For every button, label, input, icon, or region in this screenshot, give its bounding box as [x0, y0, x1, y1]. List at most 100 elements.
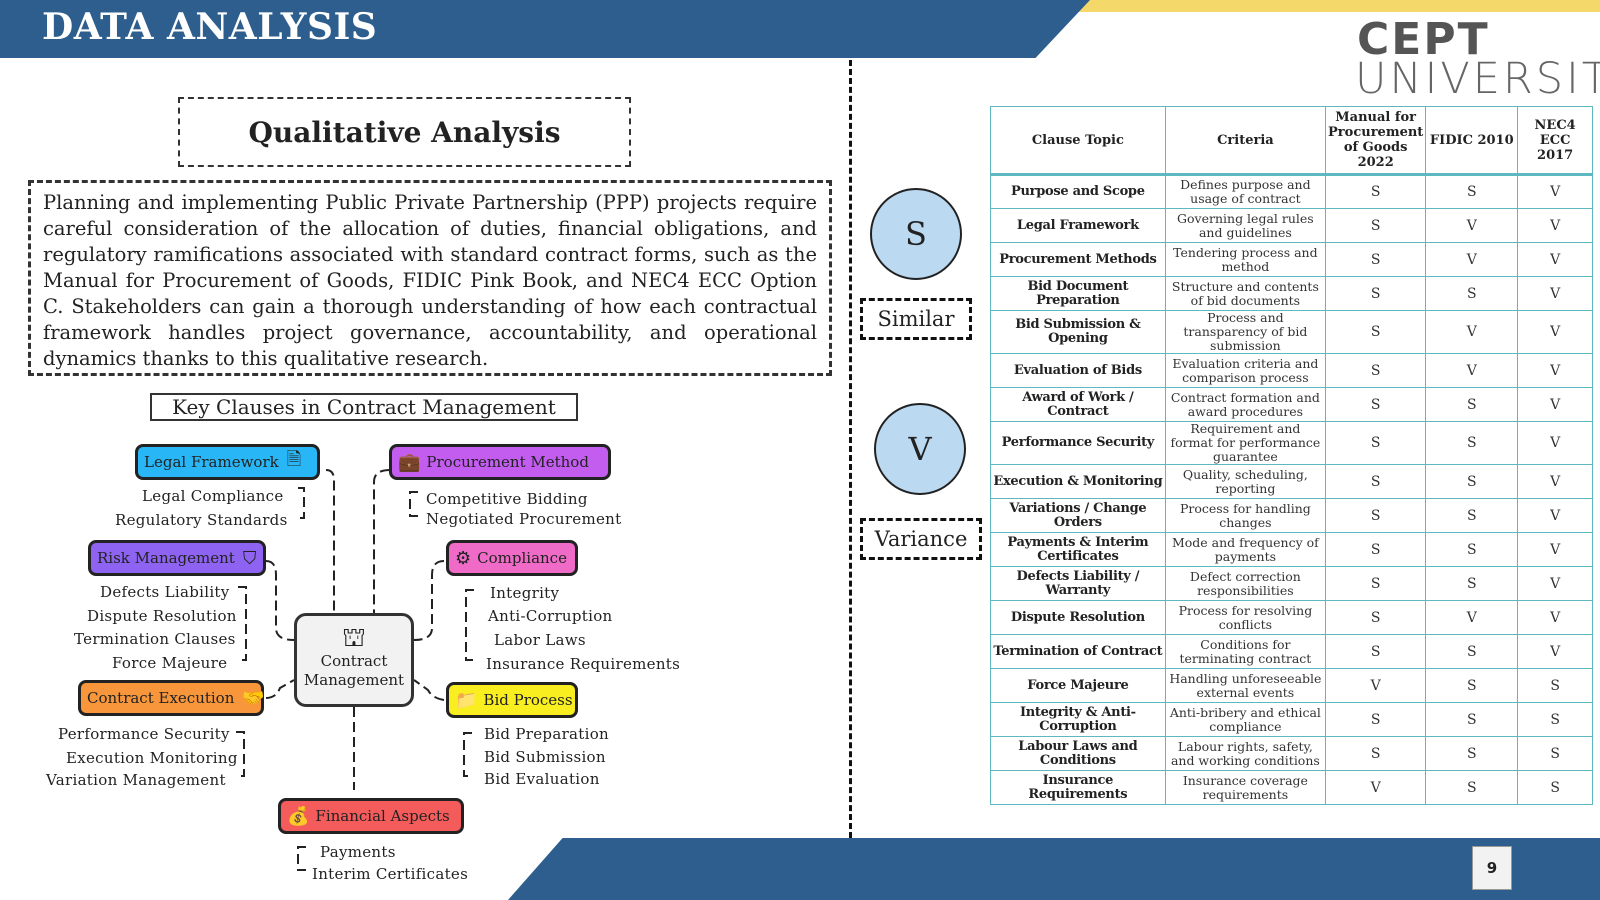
- cell-criteria: Insurance coverage requirements: [1164, 770, 1327, 805]
- cell-criteria: Handling unforeseeable external events: [1164, 668, 1327, 703]
- cell-nec4: V: [1517, 498, 1593, 533]
- cell-manual: S: [1325, 634, 1427, 669]
- cell-criteria: Contract formation and award procedures: [1164, 387, 1327, 422]
- cell-nec4: V: [1517, 634, 1593, 669]
- node-risk-management: Risk Management ⛉: [88, 540, 266, 576]
- cell-clause-topic: Force Majeure: [990, 668, 1166, 703]
- cell-clause-topic: Labour Laws and Conditions: [990, 736, 1166, 771]
- cell-fidic: S: [1425, 770, 1519, 805]
- node-risk-management-label: Risk Management: [97, 549, 235, 567]
- cell-criteria: Evaluation criteria and comparison proce…: [1164, 353, 1327, 388]
- cell-nec4: V: [1517, 310, 1593, 354]
- cell-manual: S: [1325, 702, 1427, 737]
- node-compliance: ⚙ Compliance: [446, 540, 578, 576]
- money-icon: 💰: [287, 805, 310, 827]
- sub-execution-monitoring: Execution Monitoring: [66, 749, 238, 767]
- sub-integrity: Integrity: [490, 584, 560, 602]
- sub-negotiated-procurement: Negotiated Procurement: [426, 510, 622, 528]
- sub-variation-management: Variation Management: [46, 771, 226, 789]
- cell-nec4: V: [1517, 566, 1593, 601]
- sub-force-majeure: Force Majeure: [112, 654, 228, 672]
- sub-bid-evaluation: Bid Evaluation: [484, 770, 600, 788]
- node-contract-execution-label: Contract Execution: [87, 689, 235, 707]
- cell-manual: S: [1325, 736, 1427, 771]
- cell-fidic: V: [1425, 353, 1519, 388]
- cell-criteria: Labour rights, safety, and working condi…: [1164, 736, 1327, 771]
- cell-clause-topic: Bid Submission & Opening: [990, 310, 1166, 354]
- cell-clause-topic: Legal Framework: [990, 208, 1166, 243]
- cell-manual: V: [1325, 668, 1427, 703]
- cell-nec4: S: [1517, 736, 1593, 771]
- sub-bid-preparation: Bid Preparation: [484, 725, 610, 743]
- cell-clause-topic: Execution & Monitoring: [990, 464, 1166, 499]
- cell-nec4: V: [1517, 600, 1593, 635]
- header-criteria: Criteria: [1164, 106, 1327, 176]
- table-header-row: Clause Topic Criteria Manual for Procure…: [990, 106, 1593, 176]
- variance-label: Variance: [860, 518, 982, 560]
- cell-fidic: S: [1425, 634, 1519, 669]
- cell-manual: S: [1325, 353, 1427, 388]
- sub-defects-liability: Defects Liability: [100, 583, 230, 601]
- clause-comparison-table: Clause Topic Criteria Manual for Procure…: [990, 106, 1593, 805]
- mindmap-connectors: [236, 469, 474, 871]
- cell-nec4: V: [1517, 421, 1593, 465]
- cell-clause-topic: Payments & Interim Certificates: [990, 532, 1166, 567]
- cell-fidic: S: [1425, 736, 1519, 771]
- cell-nec4: V: [1517, 464, 1593, 499]
- cell-fidic: S: [1425, 532, 1519, 567]
- header-clause-topic: Clause Topic: [990, 106, 1166, 176]
- cell-fidic: V: [1425, 310, 1519, 354]
- center-label-line1: Contract: [320, 652, 388, 670]
- sub-legal-compliance: Legal Compliance: [142, 487, 284, 505]
- cell-clause-topic: Award of Work / Contract: [990, 387, 1166, 422]
- key-clauses-title: Key Clauses in Contract Management: [150, 393, 578, 421]
- cell-fidic: S: [1425, 702, 1519, 737]
- cell-criteria: Requirement and format for performance g…: [1164, 421, 1327, 465]
- cell-clause-topic: Termination of Contract: [990, 634, 1166, 669]
- cell-manual: S: [1325, 276, 1427, 311]
- node-legal-framework: Legal Framework 🗎: [135, 444, 320, 480]
- cell-criteria: Governing legal rules and guidelines: [1164, 208, 1327, 243]
- node-financial-aspects: 💰 Financial Aspects: [278, 798, 464, 834]
- sub-termination-clauses: Termination Clauses: [74, 630, 236, 648]
- cell-clause-topic: Dispute Resolution: [990, 600, 1166, 635]
- cell-fidic: S: [1425, 276, 1519, 311]
- node-financial-aspects-label: Financial Aspects: [315, 807, 450, 825]
- cell-fidic: S: [1425, 566, 1519, 601]
- node-procurement-method-label: Procurement Method: [426, 453, 589, 471]
- sub-interim-certificates: Interim Certificates: [312, 865, 469, 883]
- org-chart-icon: ⛫: [342, 623, 366, 653]
- sub-performance-security: Performance Security: [58, 725, 230, 743]
- header-manual-procurement: Manual for Procurement of Goods 2022: [1325, 106, 1427, 176]
- sub-anti-corruption: Anti-Corruption: [488, 607, 613, 625]
- cell-manual: S: [1325, 174, 1427, 209]
- cell-nec4: V: [1517, 208, 1593, 243]
- document-icon: 🗎: [286, 449, 302, 470]
- header-accent-stripe: [980, 0, 1600, 12]
- cell-criteria: Process and transparency of bid submissi…: [1164, 310, 1327, 354]
- cell-criteria: Mode and frequency of payments: [1164, 532, 1327, 567]
- cell-criteria: Structure and contents of bid documents: [1164, 276, 1327, 311]
- folder-icon: 📁: [455, 689, 478, 711]
- cell-clause-topic: Bid Document Preparation: [990, 276, 1166, 311]
- cell-clause-topic: Purpose and Scope: [990, 174, 1166, 209]
- node-legal-framework-label: Legal Framework: [144, 453, 279, 471]
- cell-manual: S: [1325, 242, 1427, 277]
- cell-nec4: V: [1517, 276, 1593, 311]
- cell-nec4: V: [1517, 174, 1593, 209]
- cell-manual: S: [1325, 421, 1427, 465]
- center-label-line2: Management: [303, 671, 405, 689]
- sub-bid-submission: Bid Submission: [484, 748, 606, 766]
- node-bid-process: 📁 Bid Process: [446, 682, 578, 718]
- briefcase-icon: 💼: [398, 451, 421, 473]
